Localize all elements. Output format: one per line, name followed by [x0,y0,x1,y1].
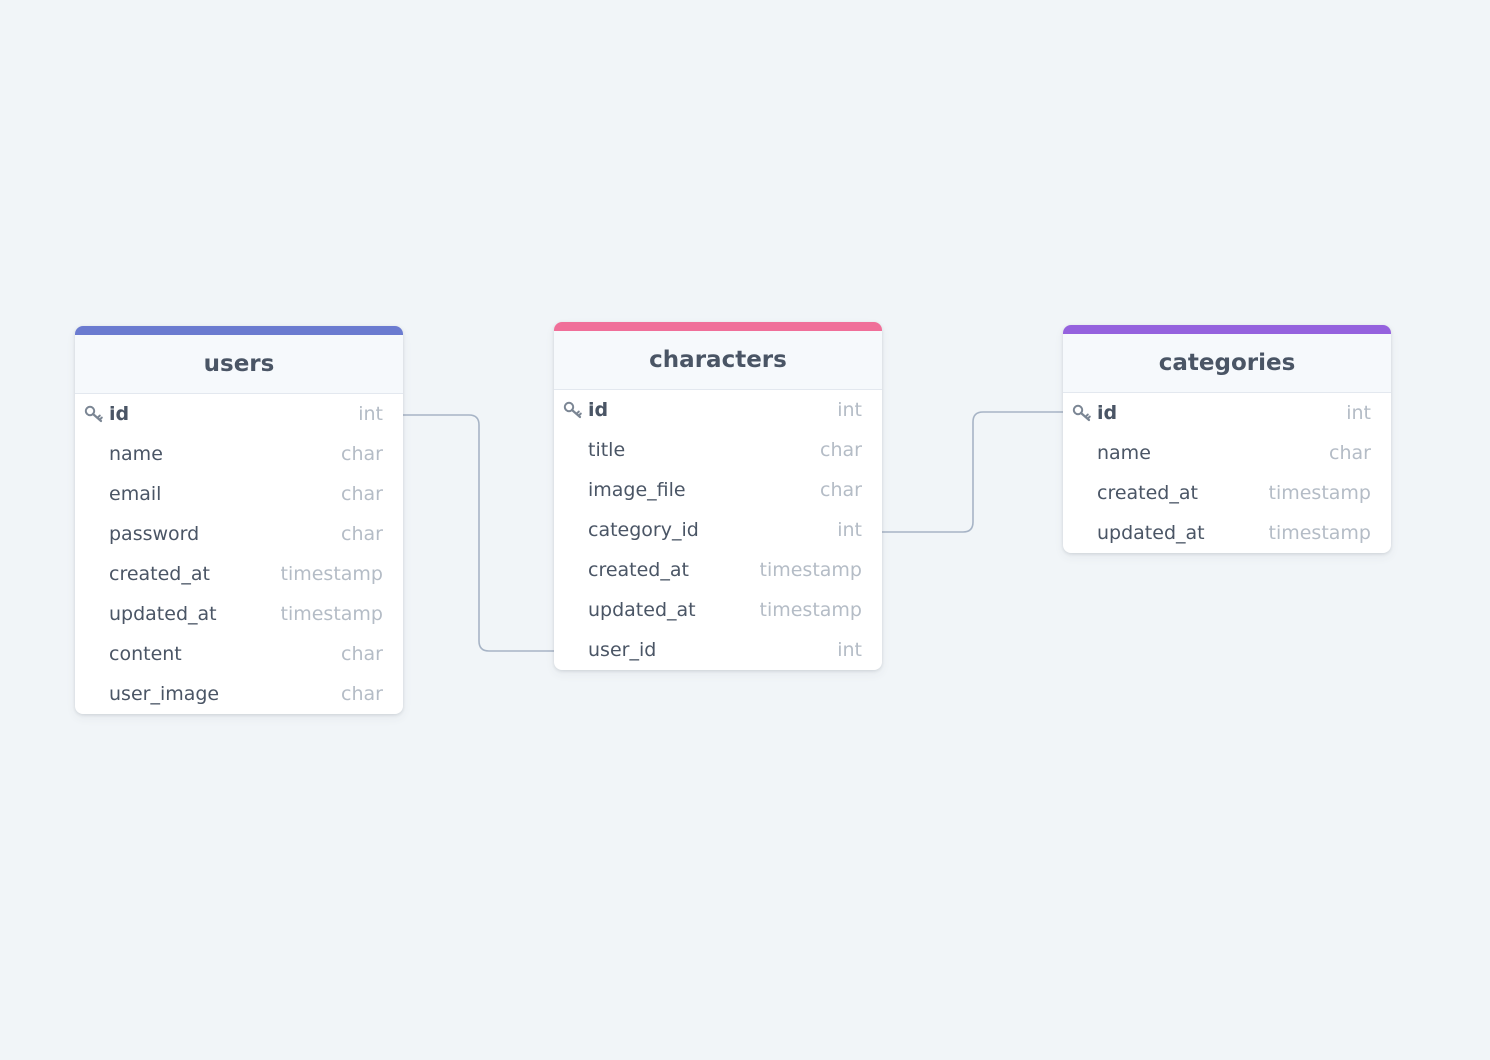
table-characters[interactable]: characters id int title char image_file char c… [554,322,882,670]
field-name: category_id [588,519,699,541]
field-row-characters-image-file[interactable]: image_file char [554,470,882,510]
field-type: char [820,479,862,501]
field-row-characters-id[interactable]: id int [554,390,882,430]
table-categories-header[interactable]: categories [1063,334,1391,393]
field-row-characters-category-id[interactable]: category_id int [554,510,882,550]
field-row-characters-title[interactable]: title char [554,430,882,470]
field-row-categories-updated-at[interactable]: updated_at timestamp [1063,513,1391,553]
field-type: int [837,399,862,421]
connector-characters-category-id-to-categories-id[interactable] [882,411,1063,533]
field-type: char [341,683,383,705]
field-name: created_at [588,559,689,581]
field-row-users-content[interactable]: content char [75,634,403,674]
connector-users-id-to-characters-user-id[interactable] [403,414,554,652]
field-name: updated_at [1097,522,1205,544]
field-type: int [837,639,862,661]
field-name: password [109,523,200,545]
field-name: name [1097,442,1151,464]
field-type: timestamp [1268,522,1372,544]
field-name: updated_at [109,603,217,625]
field-type: char [341,643,383,665]
table-characters-color-bar [554,322,882,331]
field-row-users-created-at[interactable]: created_at timestamp [75,554,403,594]
field-row-categories-name[interactable]: name char [1063,433,1391,473]
field-name: id [588,399,609,421]
field-name: image_file [588,479,686,501]
field-type: char [1329,442,1371,464]
field-name: email [109,483,162,505]
field-name: content [109,643,182,665]
field-row-users-user-image[interactable]: user_image char [75,674,403,714]
primary-key-icon [1072,404,1092,422]
field-row-characters-created-at[interactable]: created_at timestamp [554,550,882,590]
field-row-users-name[interactable]: name char [75,434,403,474]
field-name: created_at [1097,482,1198,504]
field-row-users-id[interactable]: id int [75,394,403,434]
table-users[interactable]: users id int name char email char password char… [75,326,403,714]
field-row-users-password[interactable]: password char [75,514,403,554]
table-users-header[interactable]: users [75,335,403,394]
table-users-fields: id int name char email char password char create… [75,394,403,714]
field-row-users-email[interactable]: email char [75,474,403,514]
field-type: timestamp [759,599,863,621]
field-name: id [109,403,130,425]
field-type: int [1346,402,1371,424]
table-categories-title: categories [1158,350,1296,376]
field-name: user_image [109,683,220,705]
field-type: char [341,483,383,505]
field-type: int [358,403,383,425]
table-characters-title: characters [649,347,787,373]
field-name: id [1097,402,1118,424]
field-row-categories-id[interactable]: id int [1063,393,1391,433]
table-categories-color-bar [1063,325,1391,334]
field-name: name [109,443,163,465]
field-type: timestamp [1268,482,1372,504]
field-type: timestamp [280,563,384,585]
primary-key-icon [84,405,104,423]
field-name: updated_at [588,599,696,621]
primary-key-icon [563,401,583,419]
field-type: char [341,443,383,465]
field-row-characters-user-id[interactable]: user_id int [554,630,882,670]
field-row-categories-created-at[interactable]: created_at timestamp [1063,473,1391,513]
table-users-title: users [203,351,275,377]
field-name: title [588,439,626,461]
table-users-color-bar [75,326,403,335]
field-row-characters-updated-at[interactable]: updated_at timestamp [554,590,882,630]
field-type: int [837,519,862,541]
field-type: timestamp [280,603,384,625]
table-characters-header[interactable]: characters [554,331,882,390]
field-type: char [820,439,862,461]
field-name: user_id [588,639,657,661]
field-row-users-updated-at[interactable]: updated_at timestamp [75,594,403,634]
field-type: timestamp [759,559,863,581]
field-name: created_at [109,563,210,585]
field-type: char [341,523,383,545]
